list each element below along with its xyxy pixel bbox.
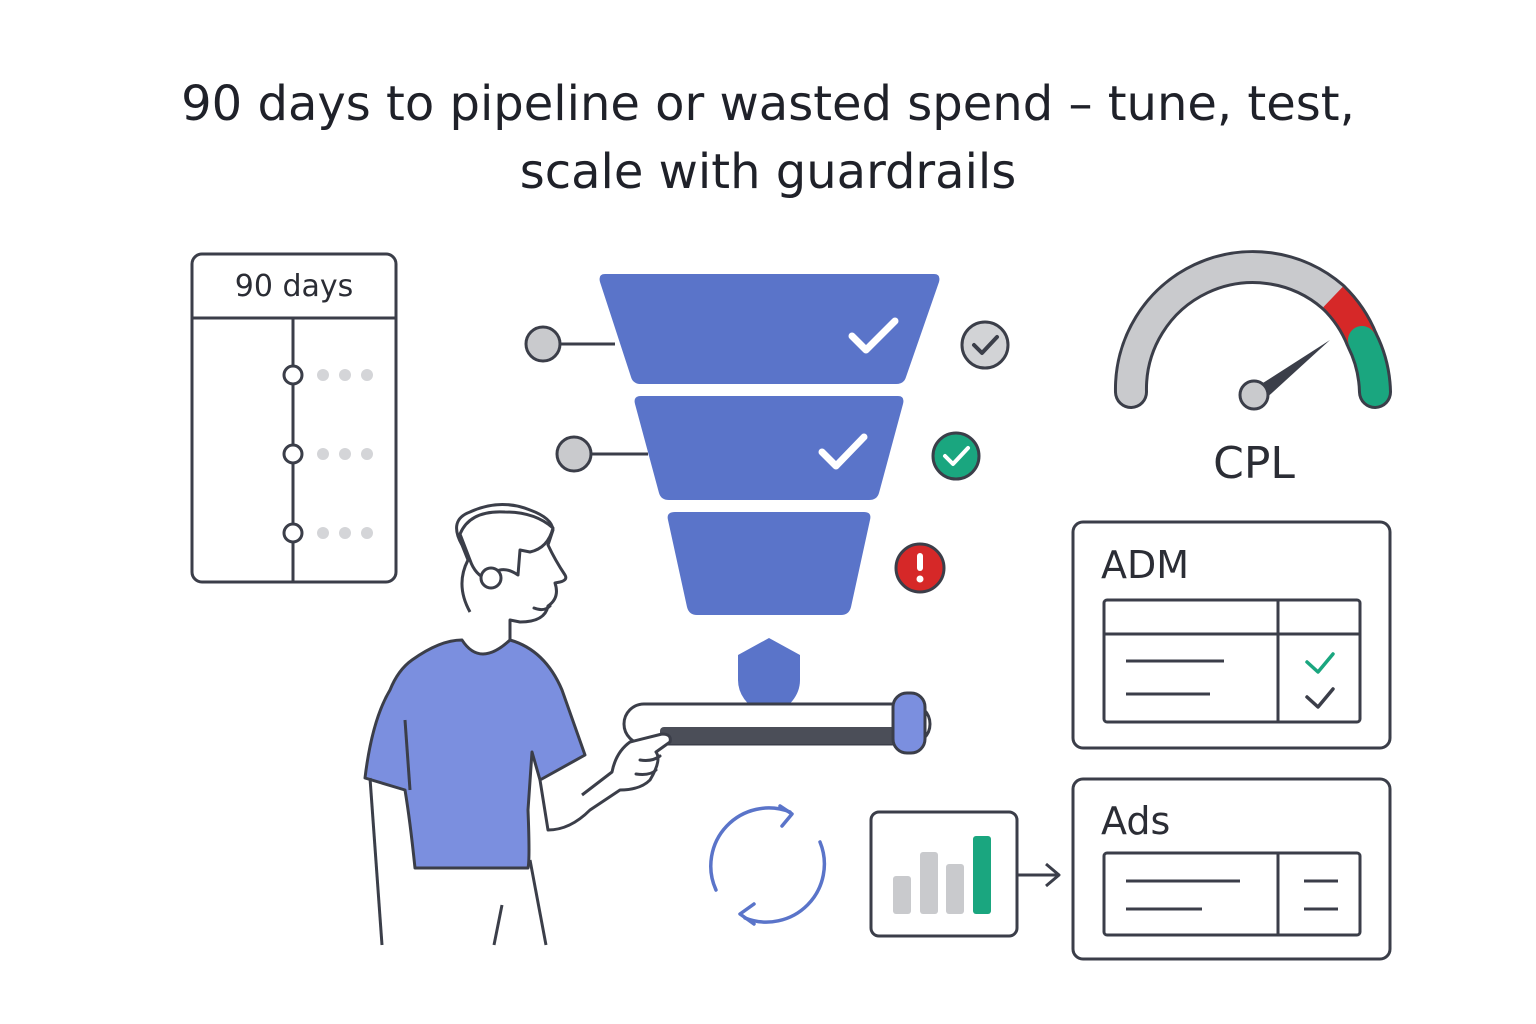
- chart-bar: [973, 836, 991, 914]
- timeline-milestone: [282, 522, 373, 544]
- funnel-stage-2: [555, 396, 904, 500]
- gauge-pivot: [1238, 379, 1270, 411]
- funnel: [524, 274, 940, 615]
- adm-table: [1102, 598, 1362, 724]
- title-line-2: scale with guardrails: [519, 144, 1017, 200]
- refresh-icon: [709, 804, 827, 926]
- page-title: 90 days to pipeline or wasted spend – tu…: [0, 70, 1536, 206]
- shield-icon: [738, 638, 800, 718]
- guardrail-slider[interactable]: [622, 691, 932, 755]
- adm-card-label: ADM: [1101, 543, 1189, 587]
- chart-bar: [920, 852, 938, 914]
- check-icon: [1305, 652, 1335, 674]
- check-icon: [1305, 687, 1335, 709]
- adm-card: ADM: [1071, 520, 1392, 750]
- chart-bar: [893, 876, 911, 914]
- title-line-1: 90 days to pipeline or wasted spend – tu…: [181, 76, 1355, 132]
- person-illustration: [363, 503, 672, 946]
- check-icon: [848, 317, 899, 354]
- chart-bar: [946, 864, 964, 914]
- ads-card: Ads: [1071, 777, 1392, 961]
- alert-circle-icon: [894, 542, 946, 594]
- slider-handle[interactable]: [891, 691, 927, 755]
- calendar-card: 90 days: [190, 252, 398, 584]
- ads-table: [1102, 851, 1362, 937]
- check-circle-success-icon: [931, 431, 981, 481]
- funnel-stage-3: [667, 512, 871, 615]
- timeline-milestone: [282, 443, 373, 465]
- check-circle-neutral-icon: [960, 320, 1010, 370]
- check-icon: [818, 433, 868, 470]
- arrow-right-icon: [1017, 862, 1061, 888]
- slider-fill: [660, 727, 916, 744]
- calendar-label: 90 days: [235, 269, 354, 304]
- gauge-label: CPL: [1213, 438, 1295, 489]
- ads-card-label: Ads: [1101, 799, 1170, 843]
- funnel-stage-1: [524, 274, 940, 384]
- cpl-gauge: CPL: [1113, 250, 1392, 489]
- bar-chart-card: [869, 810, 1019, 938]
- timeline-milestone: [282, 364, 373, 386]
- gauge-needle: [1252, 340, 1330, 402]
